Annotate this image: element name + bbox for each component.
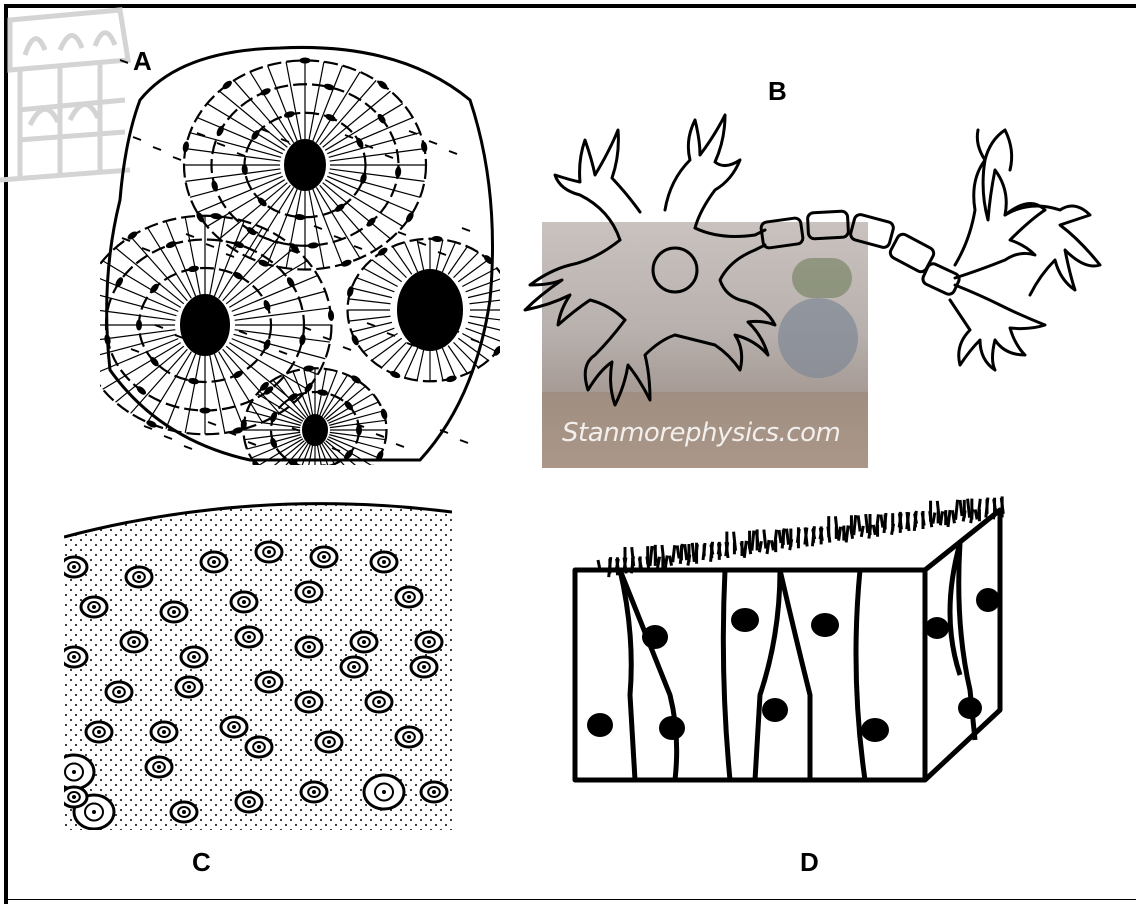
watermark-text: Stanmorephysics.com	[562, 418, 840, 448]
panel-b-neuron	[500, 100, 1120, 430]
label-d: D	[800, 847, 819, 878]
label-a: A	[133, 46, 152, 77]
panel-c-cartilage	[64, 492, 452, 830]
label-b: B	[768, 76, 787, 107]
panel-a-bone-tissue	[100, 40, 500, 465]
label-c: C	[192, 847, 211, 878]
frame-bottom-edge	[4, 899, 1136, 900]
panel-d-epithelium	[560, 495, 1020, 795]
